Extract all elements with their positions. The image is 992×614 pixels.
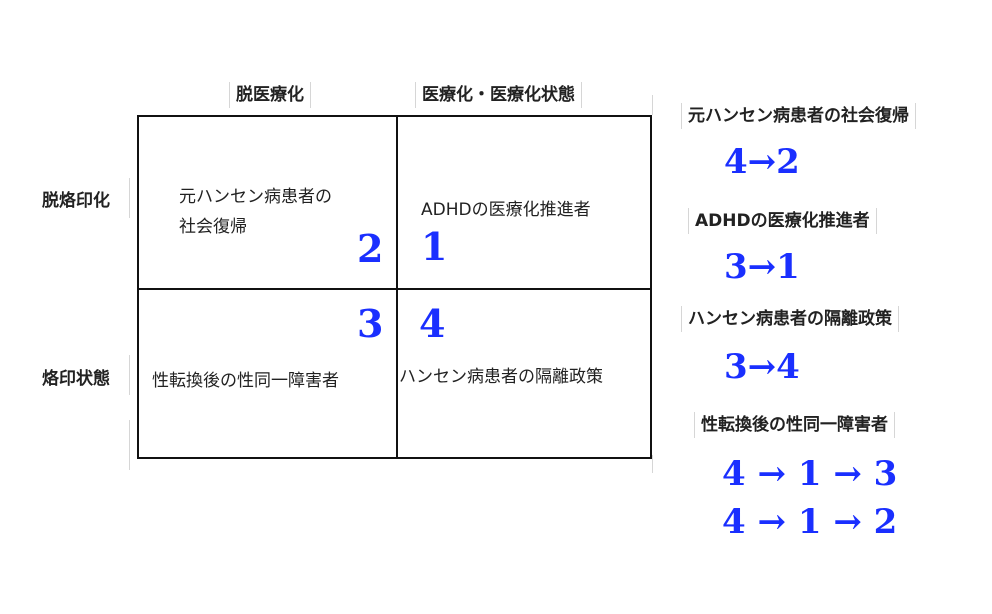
legend-transition-gender-identity-b: 4 → 1 → 2 [722, 502, 898, 542]
cell-top-left-line2: 社会復帰 [179, 217, 247, 237]
legend-title-isolation-policy: ハンセン病患者の隔離政策 [681, 306, 899, 332]
legend-title-former-patients: 元ハンセン病患者の社会復帰 [681, 103, 916, 129]
quadrant-number-1: 1 [421, 224, 448, 269]
legend-transition-adhd: 3→1 [724, 247, 800, 287]
quadrant-number-4: 4 [419, 301, 446, 346]
cell-bottom-right: ハンセン病患者の隔離政策 [399, 367, 603, 387]
row-header-separator [129, 420, 130, 470]
cell-top-left: 元ハンセン病患者の 社会復帰 [179, 182, 332, 242]
row-header-separator [129, 178, 130, 218]
legend-transition-former-patients: 4→2 [724, 142, 800, 182]
column-header-demedicalization: 脱医療化 [229, 82, 311, 108]
legend-transition-gender-identity-a: 4 → 1 → 3 [722, 454, 898, 494]
row-header-destigmatization: 脱烙印化 [42, 191, 110, 211]
quadrant-grid [137, 115, 652, 459]
grid-edge-separator [652, 455, 653, 473]
grid-vertical-divider [396, 115, 398, 459]
legend-title-adhd: ADHDの医療化推進者 [688, 208, 877, 234]
legend-title-gender-identity: 性転換後の性同一障害者 [694, 412, 895, 438]
cell-bottom-left: 性転換後の性同一障害者 [152, 371, 339, 391]
cell-top-left-line1: 元ハンセン病患者の [179, 187, 332, 207]
legend-transition-isolation-policy: 3→4 [724, 347, 800, 387]
row-header-stigma-state: 烙印状態 [42, 369, 110, 389]
quadrant-number-3: 3 [357, 301, 384, 346]
quadrant-number-2: 2 [357, 226, 384, 271]
grid-horizontal-divider [137, 288, 652, 290]
row-header-separator [129, 355, 130, 395]
column-header-medicalization: 医療化・医療化状態 [415, 82, 582, 108]
cell-top-right: ADHDの医療化推進者 [421, 200, 591, 220]
grid-edge-separator [652, 95, 653, 115]
